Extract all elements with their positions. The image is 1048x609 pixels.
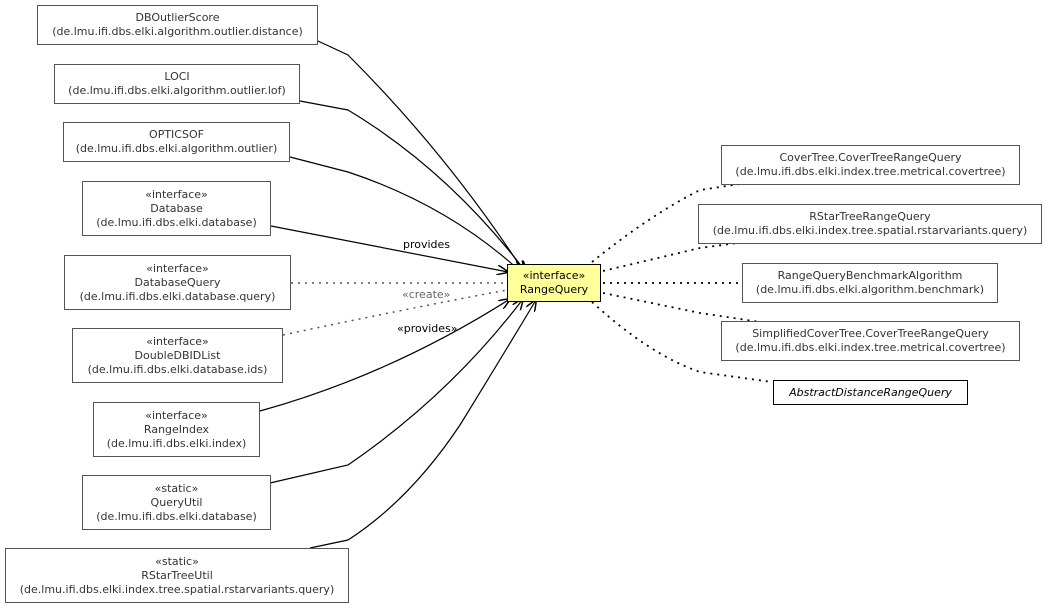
node-name: DBOutlierScore bbox=[135, 11, 220, 24]
node-name: RStarTreeRangeQuery bbox=[809, 210, 931, 223]
node-queryutil[interactable]: «static» QueryUtil (de.lmu.ifi.dbs.elki.… bbox=[82, 475, 271, 530]
edge-label-create: «create» bbox=[402, 288, 451, 301]
node-name: DatabaseQuery bbox=[134, 275, 221, 289]
edge-label-provides: provides bbox=[403, 238, 451, 251]
node-name: RangeIndex bbox=[143, 422, 210, 436]
node-package: (de.lmu.ifi.dbs.elki.algorithm.outlier) bbox=[75, 142, 278, 155]
edge-database bbox=[270, 225, 508, 272]
node-simplifiedcovertree-rangequery[interactable]: SimplifiedCoverTree.CoverTreeRangeQuery … bbox=[721, 321, 1020, 361]
node-databasequery[interactable]: «interface» DatabaseQuery (de.lmu.ifi.db… bbox=[64, 255, 291, 310]
node-rangequery-benchmark[interactable]: RangeQueryBenchmarkAlgorithm (de.lmu.ifi… bbox=[742, 263, 998, 303]
edge-dboutlierscore bbox=[317, 40, 524, 272]
node-stereotype: «interface» bbox=[146, 261, 209, 275]
edge-loci bbox=[299, 100, 526, 272]
node-name: QueryUtil bbox=[150, 495, 203, 509]
node-doubledbidlist[interactable]: «interface» DoubleDBIDList (de.lmu.ifi.d… bbox=[72, 328, 283, 383]
node-rstartreeutil[interactable]: «static» RStarTreeUtil (de.lmu.ifi.dbs.e… bbox=[5, 548, 349, 603]
edge-queryutil bbox=[269, 299, 523, 484]
node-stereotype: «static» bbox=[154, 481, 199, 495]
node-name: SimplifiedCoverTree.CoverTreeRangeQuery bbox=[752, 327, 989, 340]
node-rangeindex[interactable]: «interface» RangeIndex (de.lmu.ifi.dbs.e… bbox=[93, 402, 260, 457]
node-rstartree-rangequery[interactable]: RStarTreeRangeQuery (de.lmu.ifi.dbs.elki… bbox=[698, 204, 1042, 244]
node-opticsof[interactable]: OPTICSOF (de.lmu.ifi.dbs.elki.algorithm.… bbox=[63, 122, 290, 162]
node-name: DoubleDBIDList bbox=[134, 348, 221, 362]
node-package: (de.lmu.ifi.dbs.elki.algorithm.outlier.d… bbox=[52, 25, 303, 38]
node-package: (de.lmu.ifi.dbs.elki.index) bbox=[106, 436, 247, 450]
node-package: (de.lmu.ifi.dbs.elki.database.query) bbox=[79, 289, 276, 303]
edge-doubledbidlist bbox=[282, 289, 508, 336]
node-package: (de.lmu.ifi.dbs.elki.database) bbox=[96, 215, 257, 229]
node-name: CoverTree.CoverTreeRangeQuery bbox=[779, 151, 962, 164]
edge-simplifiedcovertree bbox=[602, 292, 761, 323]
node-package: (de.lmu.ifi.dbs.elki.index.tree.spatial.… bbox=[19, 582, 335, 596]
node-package: (de.lmu.ifi.dbs.elki.index.tree.metrical… bbox=[735, 165, 1006, 178]
node-name: Database bbox=[150, 201, 203, 215]
node-covertree-rangequery[interactable]: CoverTree.CoverTreeRangeQuery (de.lmu.if… bbox=[721, 145, 1020, 185]
node-package: (de.lmu.ifi.dbs.elki.index.tree.metrical… bbox=[735, 341, 1006, 354]
edge-rangeindex bbox=[259, 299, 510, 412]
node-package: (de.lmu.ifi.dbs.elki.index.tree.spatial.… bbox=[712, 224, 1028, 237]
node-stereotype: «interface» bbox=[145, 187, 208, 201]
node-abstractdistance-rangequery[interactable]: AbstractDistanceRangeQuery bbox=[773, 380, 968, 405]
node-name: OPTICSOF bbox=[149, 128, 204, 141]
edge-rstartreeutil bbox=[309, 300, 536, 549]
node-loci[interactable]: LOCI (de.lmu.ifi.dbs.elki.algorithm.outl… bbox=[54, 64, 300, 104]
node-rangequery[interactable]: «interface» RangeQuery bbox=[507, 264, 601, 302]
node-package: (de.lmu.ifi.dbs.elki.database.ids) bbox=[87, 362, 268, 376]
edge-opticsof bbox=[289, 156, 521, 272]
node-stereotype: «static» bbox=[155, 554, 199, 568]
node-name: LOCI bbox=[164, 70, 190, 83]
node-name: RStarTreeUtil bbox=[141, 568, 213, 582]
node-name: RangeQueryBenchmarkAlgorithm bbox=[777, 269, 963, 282]
node-package: (de.lmu.ifi.dbs.elki.algorithm.benchmark… bbox=[755, 283, 985, 296]
node-name: AbstractDistanceRangeQuery bbox=[789, 385, 952, 399]
node-package: (de.lmu.ifi.dbs.elki.algorithm.outlier.l… bbox=[68, 84, 286, 97]
node-stereotype: «interface» bbox=[146, 334, 209, 348]
node-name: RangeQuery bbox=[519, 283, 589, 296]
edge-label-provides-stereotype: «provides» bbox=[397, 322, 458, 335]
node-database[interactable]: «interface» Database (de.lmu.ifi.dbs.elk… bbox=[82, 181, 271, 236]
node-stereotype: «interface» bbox=[522, 269, 586, 282]
node-stereotype: «interface» bbox=[145, 408, 208, 422]
node-package: (de.lmu.ifi.dbs.elki.database) bbox=[96, 509, 257, 523]
edge-rstartreerangequery bbox=[602, 239, 761, 272]
node-dboutlierscore[interactable]: DBOutlierScore (de.lmu.ifi.dbs.elki.algo… bbox=[37, 5, 318, 45]
